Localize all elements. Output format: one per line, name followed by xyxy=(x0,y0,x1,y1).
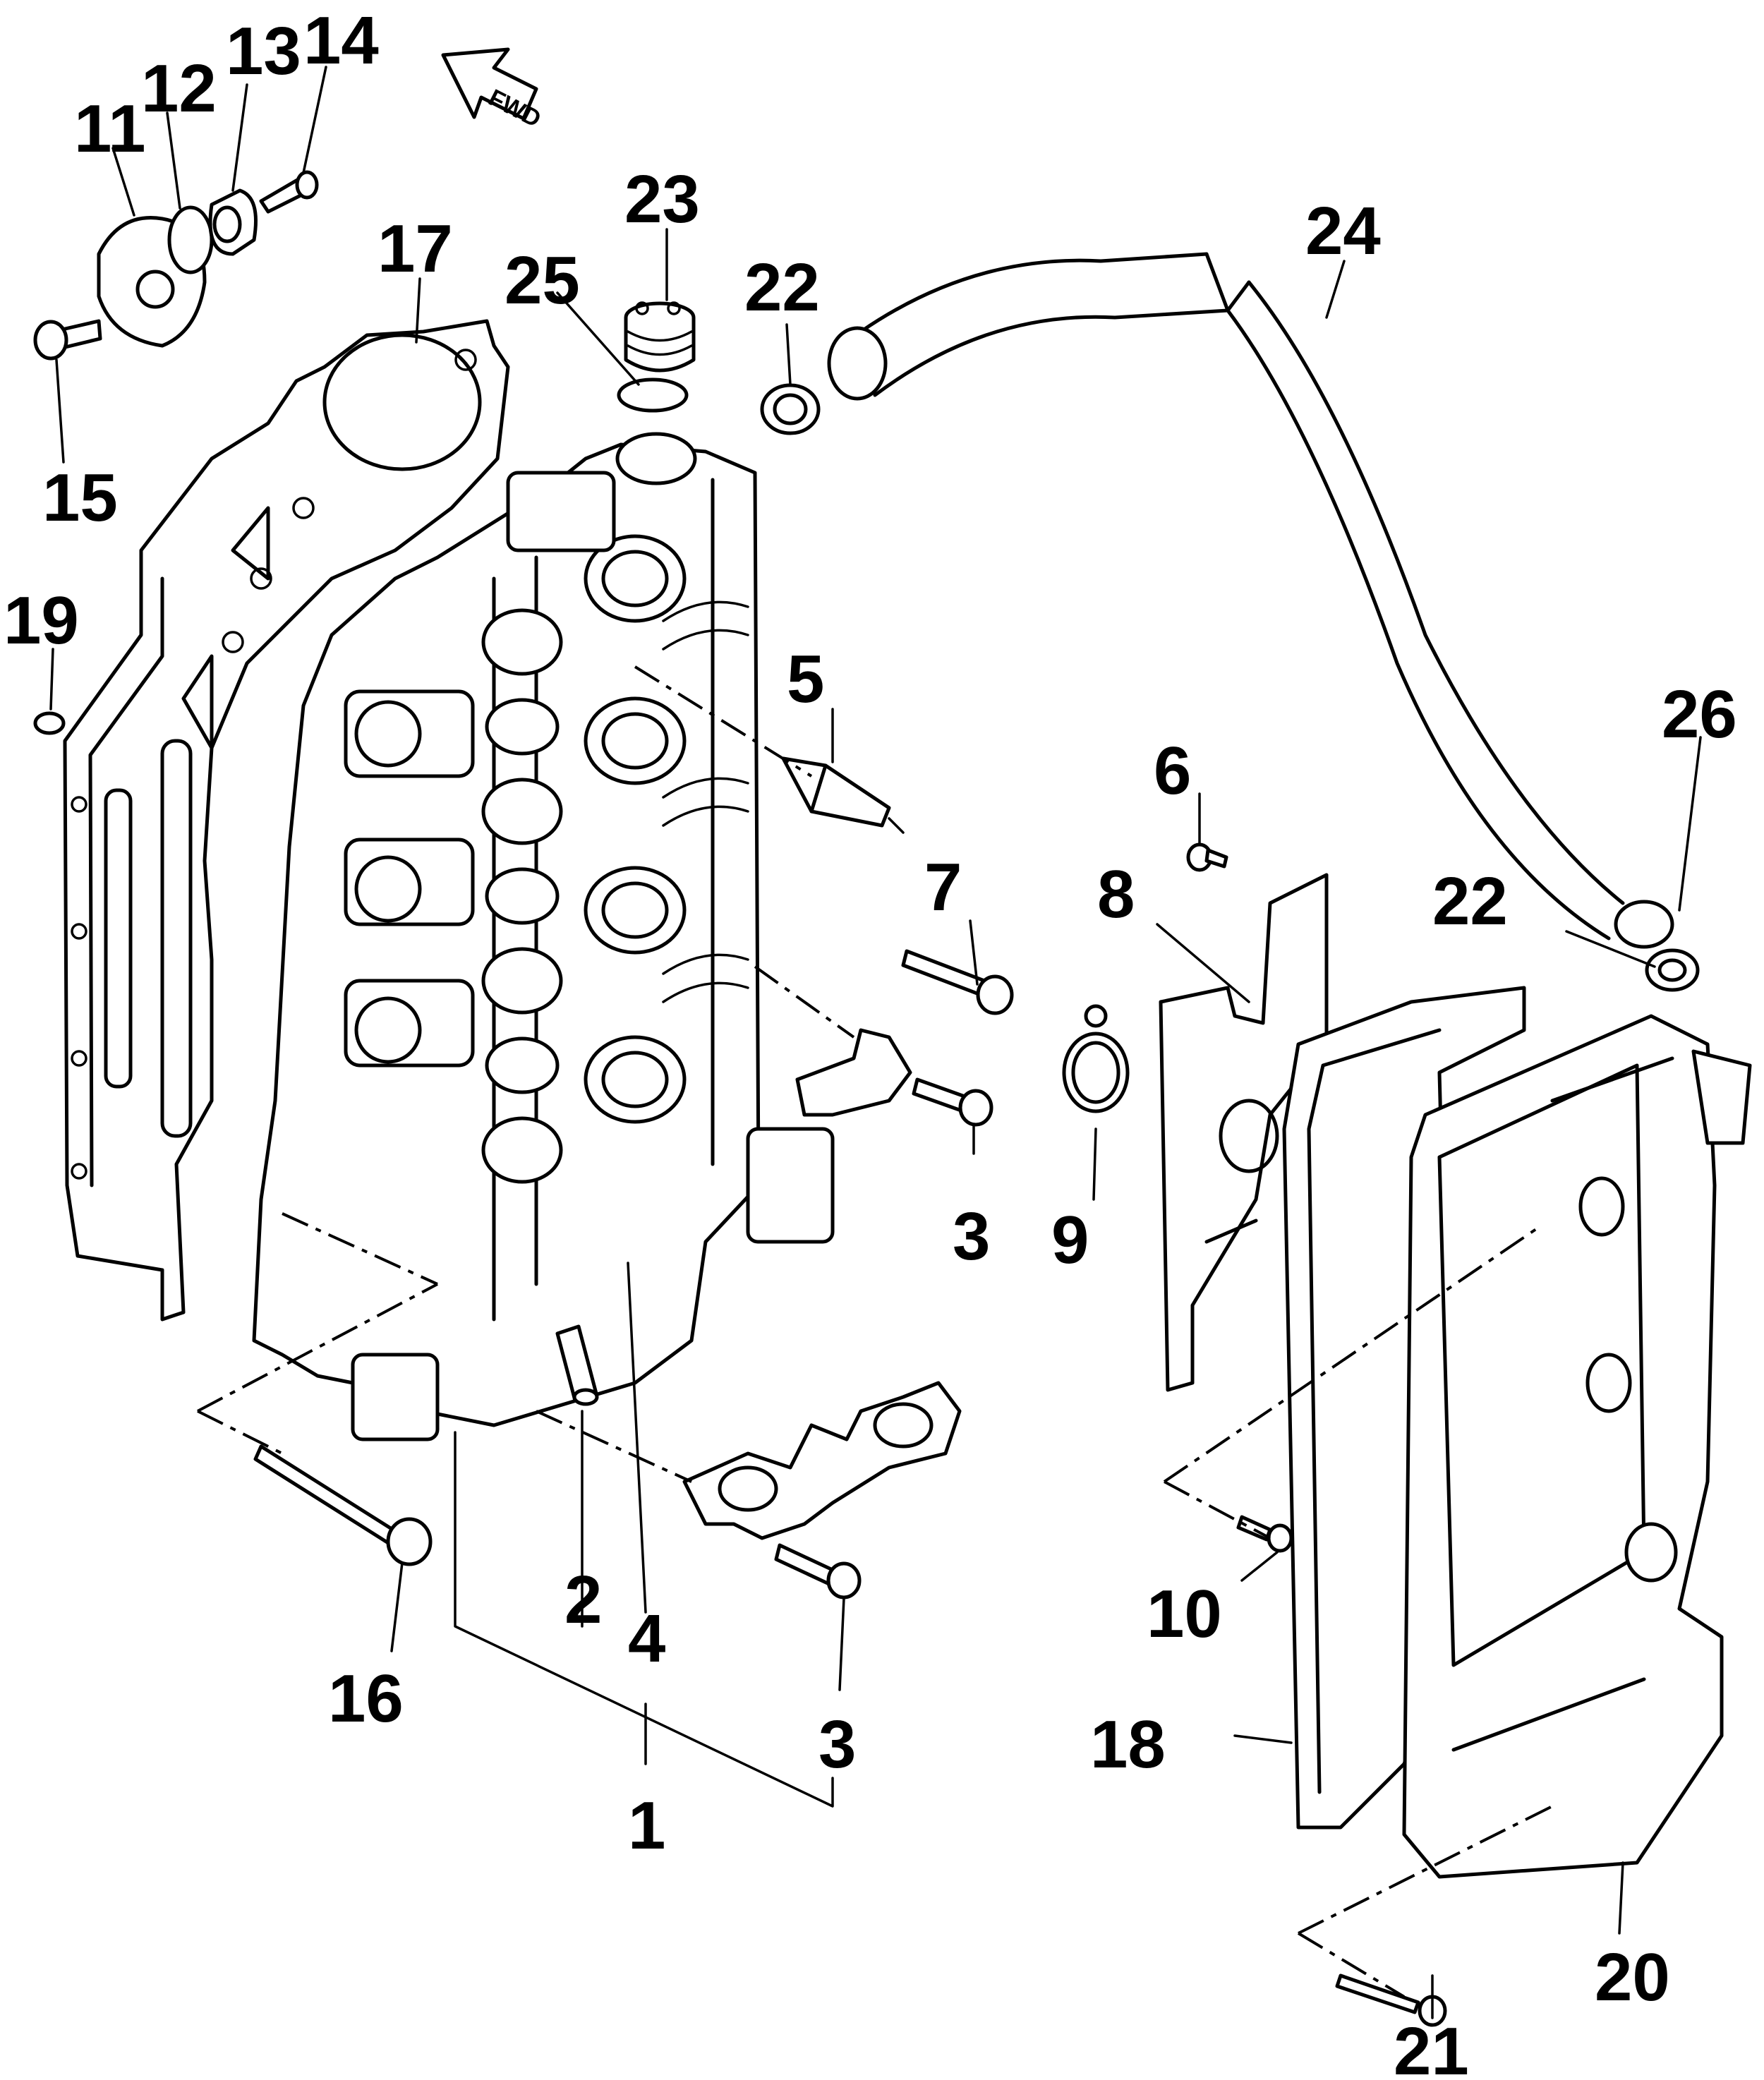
callout-22b: 22 xyxy=(1432,864,1508,939)
bolt-12 xyxy=(253,1444,433,1566)
proj-line-b xyxy=(1164,1480,1271,1540)
dowel-pin-13 xyxy=(33,711,66,735)
screw-25 xyxy=(1186,842,1228,872)
callout-18: 23 xyxy=(624,162,700,237)
callout-23: 10 xyxy=(1147,1576,1222,1652)
callout-24: 21 xyxy=(1394,2014,1469,2080)
leader-lines xyxy=(49,66,1702,2019)
leader-26-dash xyxy=(634,665,813,778)
ports xyxy=(481,534,687,1184)
spark-plug-26 xyxy=(781,756,905,834)
proj-line-f xyxy=(197,1410,283,1455)
thermostat-cover-assembly xyxy=(33,170,319,361)
proj-line-a xyxy=(1163,1226,1540,1483)
o-ring-20 xyxy=(617,377,689,413)
callout-9: 15 xyxy=(42,460,118,536)
callout-1: 1 xyxy=(628,1788,665,1863)
callout-labels: 11 12 13 14 15 19 17 25 23 22 24 26 22 5… xyxy=(4,3,1737,2080)
proj-line-d xyxy=(1297,1932,1406,1998)
pin-2 xyxy=(555,1324,599,1406)
callout-6: 12 xyxy=(141,51,217,126)
cylinder-head-cover-14 xyxy=(1402,1014,1752,1879)
hose-clamp-22b xyxy=(1645,948,1700,992)
callout-3b: 3 xyxy=(818,1707,856,1782)
leader-dash-lower xyxy=(536,1410,692,1483)
callout-4: 4 xyxy=(628,1601,665,1676)
callout-22a: 22 xyxy=(744,250,820,325)
proj-line-g xyxy=(282,1212,438,1286)
gasket-16 xyxy=(1062,1004,1130,1113)
callout-26: 5 xyxy=(787,641,824,717)
cam-journals xyxy=(344,689,475,1068)
callout-17: 18 xyxy=(1090,1707,1166,1782)
head-gasket xyxy=(63,319,510,1322)
callout-2: 2 xyxy=(564,1562,602,1638)
cam-cap-assembly xyxy=(682,1381,962,1540)
leader-dash-upper xyxy=(754,965,855,1039)
callout-13: 19 xyxy=(4,583,79,658)
callout-8: 14 xyxy=(303,3,379,78)
bolt-3b xyxy=(774,1543,862,1600)
callout-15: 8 xyxy=(1097,857,1135,932)
callout-21: 26 xyxy=(1662,677,1737,752)
callout-19: 24 xyxy=(1305,193,1381,269)
cover-gasket-17 xyxy=(1282,986,1526,1830)
proj-line-e xyxy=(197,1283,438,1413)
callout-12: 16 xyxy=(328,1661,404,1736)
cam-cap-bracket xyxy=(795,1028,912,1117)
cylinder-head xyxy=(252,432,835,1441)
callout-25: 6 xyxy=(1154,733,1191,809)
callout-10: 7 xyxy=(924,849,962,925)
callout-14: 20 xyxy=(1595,1940,1670,2015)
proj-line-c xyxy=(1298,1805,1553,1935)
callout-3a: 3 xyxy=(953,1199,990,1274)
callout-11: 17 xyxy=(377,211,453,286)
hose-clamp-22a xyxy=(760,383,821,435)
cap-18 xyxy=(624,301,696,373)
bolt-3a xyxy=(912,1077,993,1127)
fwd-arrow-icon: FWD xyxy=(441,47,545,133)
callout-20: 25 xyxy=(505,243,580,318)
callout-7: 13 xyxy=(226,13,301,89)
hose-19 xyxy=(827,252,1674,949)
callout-5: 11 xyxy=(74,91,145,167)
callout-16: 9 xyxy=(1051,1202,1089,1278)
bolt-10 xyxy=(901,949,1014,1015)
